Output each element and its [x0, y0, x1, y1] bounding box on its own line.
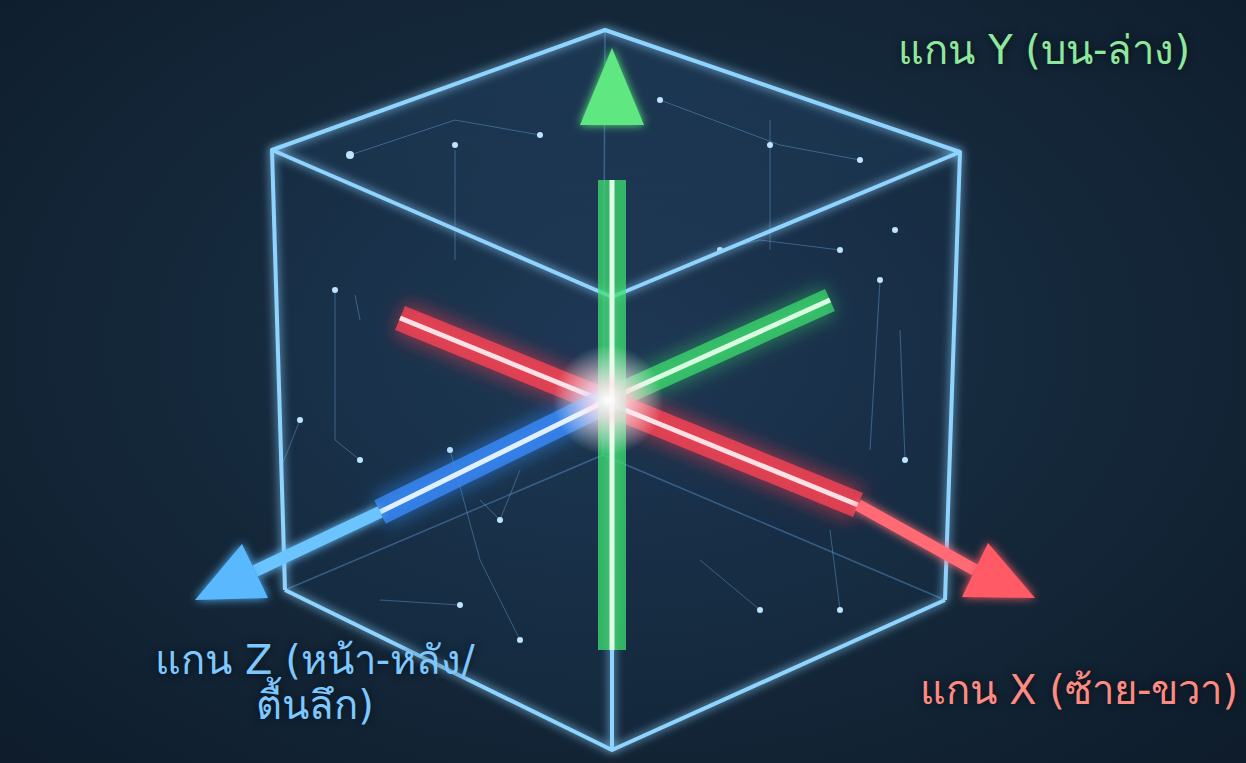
- z-axis-label: แกน Z (หน้า-หลัง/ตื้นลึก): [130, 638, 500, 728]
- y-axis-label: แกน Y (บน-ล่าง): [898, 28, 1190, 73]
- origin-glow: [553, 345, 663, 455]
- inner-circuit-lines: [280, 100, 905, 640]
- x-axis-label: แกน X (ซ้าย-ขวา): [920, 668, 1238, 713]
- z-axis-arrow: [195, 400, 608, 600]
